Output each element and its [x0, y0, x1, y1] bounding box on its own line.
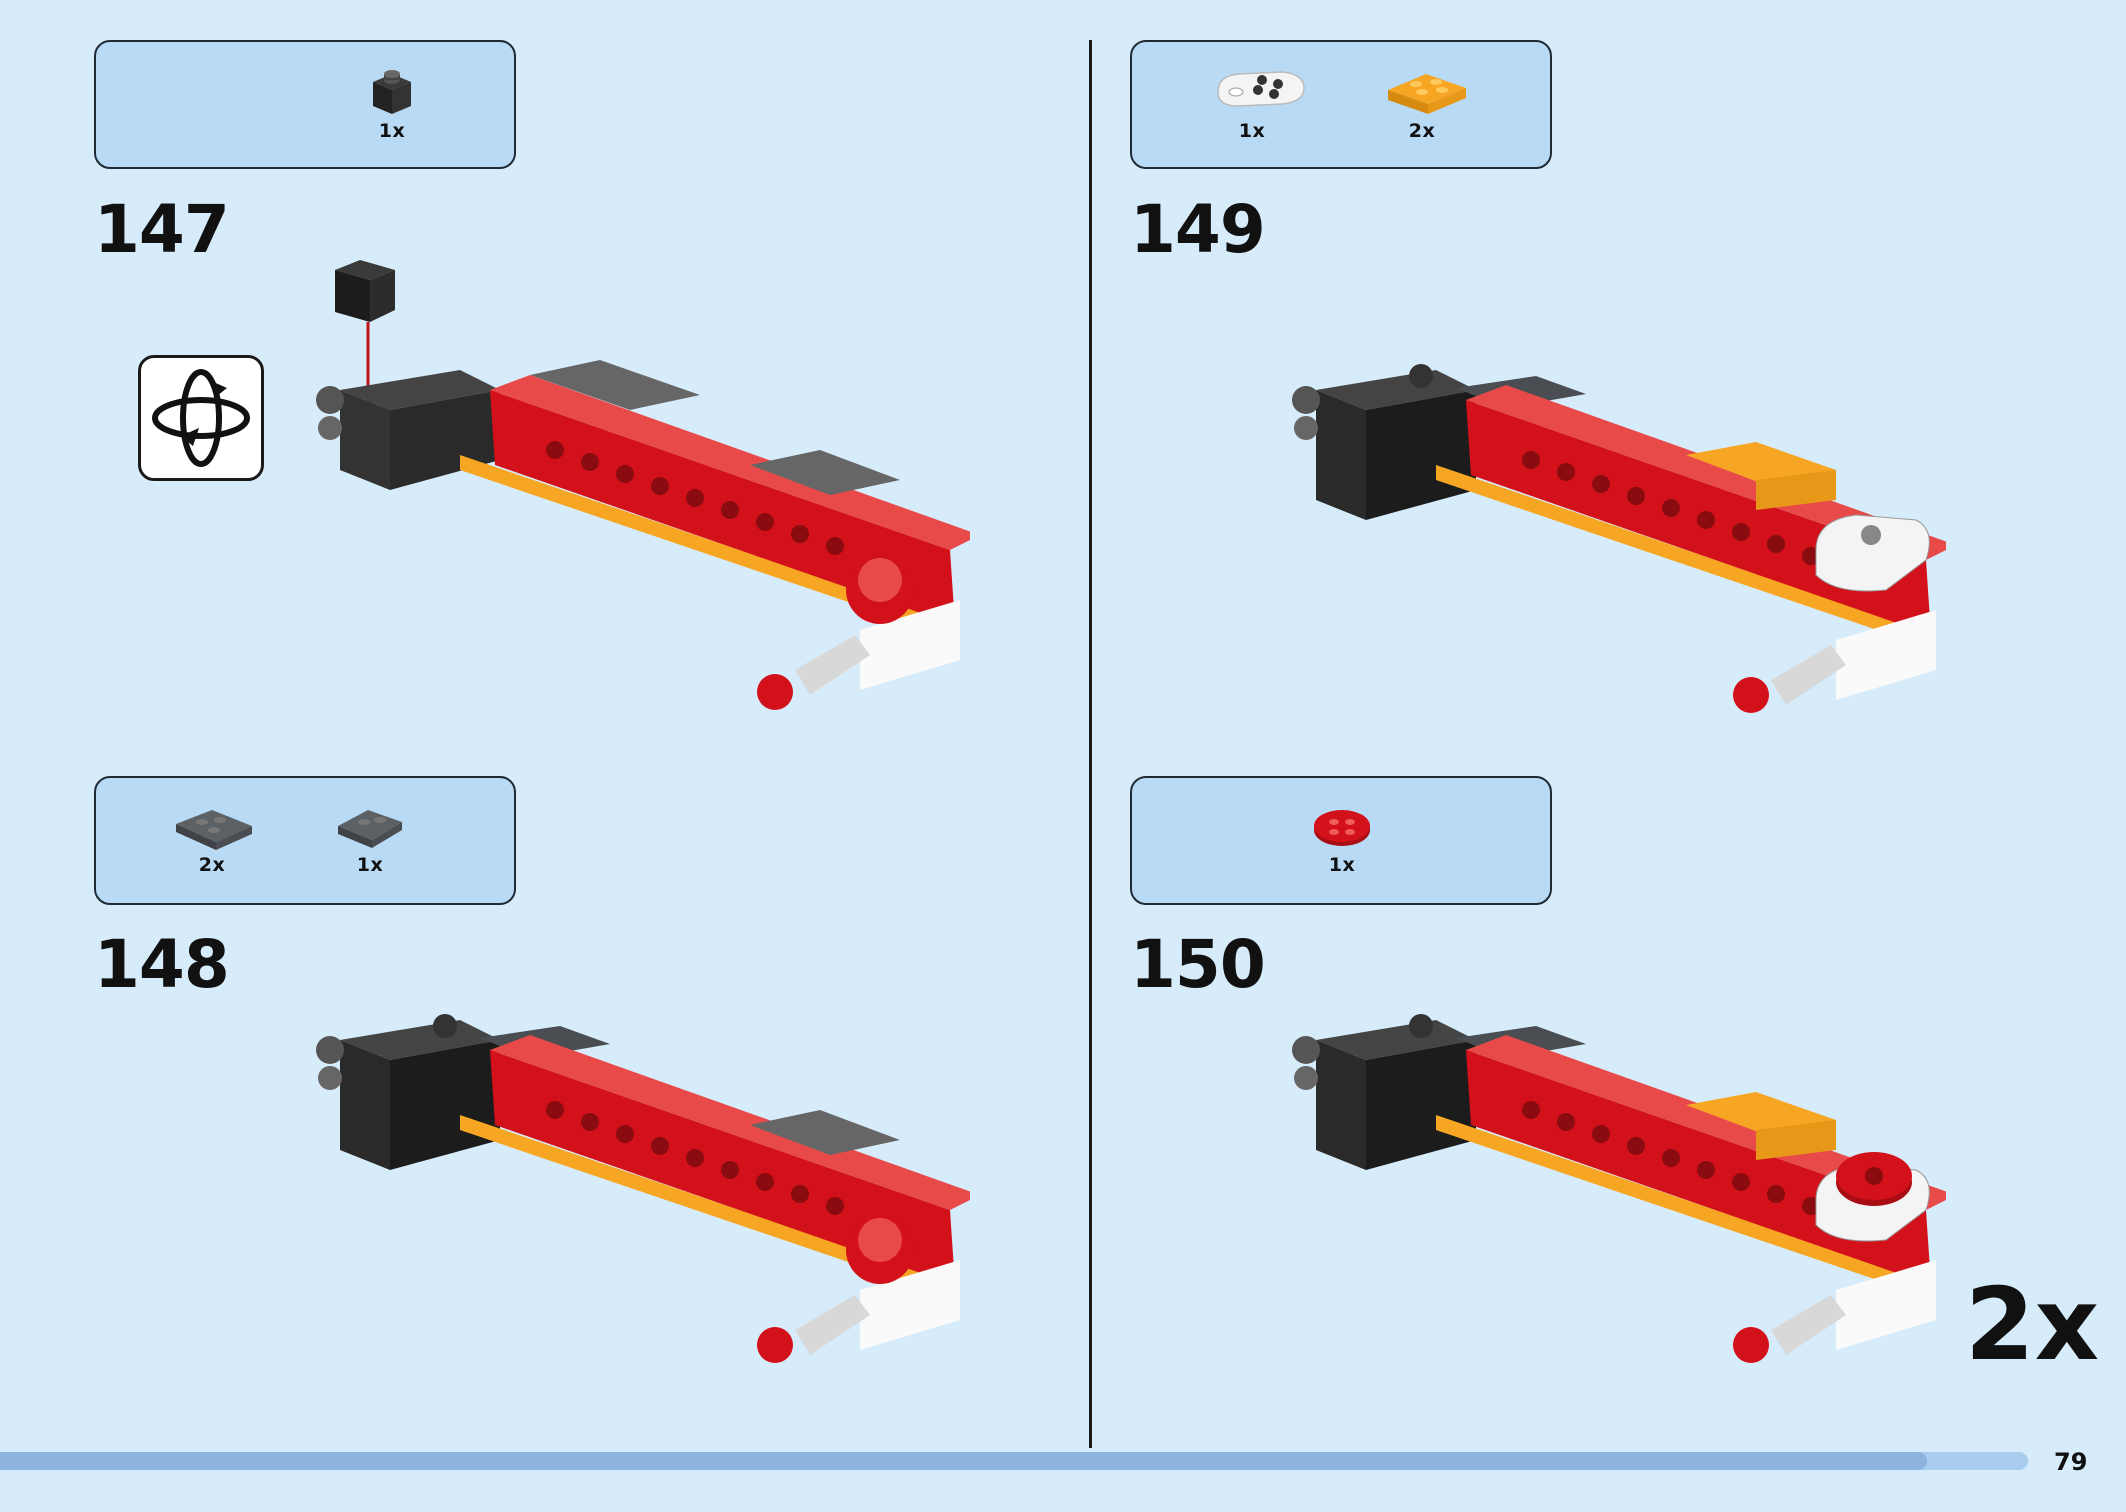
- part-item: 1x: [330, 802, 410, 876]
- part-item: 1x: [1212, 62, 1305, 142]
- parts-callout-148: 2x 1x: [94, 776, 516, 905]
- rotate-icon: [152, 369, 250, 467]
- step-number: 150: [1130, 926, 1266, 1003]
- part-quantity: 2x: [1408, 120, 1436, 142]
- part-item: 2x: [1382, 62, 1466, 142]
- part-quantity: 1x: [1328, 854, 1356, 876]
- build-scene-148: [316, 1014, 970, 1363]
- part-quantity: 2x: [198, 854, 226, 876]
- parts-callout-147: 1x: [94, 40, 516, 169]
- page-number: 79: [2054, 1448, 2088, 1476]
- step-number: 147: [94, 191, 230, 268]
- red-round-plate-icon: [1314, 810, 1370, 846]
- step-number: 149: [1130, 191, 1266, 268]
- part-item: 1x: [352, 66, 432, 142]
- dark-gray-wedge-plate-icon: [176, 810, 252, 850]
- build-multiplier-label: 2x: [1965, 1266, 2100, 1383]
- page-divider: [1089, 40, 1092, 1448]
- build-scene-147: [316, 260, 970, 710]
- dark-gray-round-plate-icon: [338, 810, 402, 848]
- orange-plate-2x2-icon: [1388, 74, 1466, 114]
- rotate-model-button[interactable]: [138, 355, 264, 481]
- black-brick-1x1-icon: [373, 70, 411, 114]
- part-quantity: 1x: [356, 854, 384, 876]
- page-progress-bar: [0, 1452, 2028, 1470]
- step-number: 148: [94, 926, 230, 1003]
- parts-callout-149: 1x 2x: [1130, 40, 1552, 169]
- part-quantity: 1x: [378, 120, 406, 142]
- part-quantity: 1x: [1238, 120, 1266, 142]
- part-item: 1x: [1302, 802, 1382, 876]
- page-progress-fill: [0, 1452, 1927, 1470]
- build-scene-150: [1292, 1014, 1946, 1363]
- parts-callout-150: 1x: [1130, 776, 1552, 905]
- build-scene-149: [1292, 364, 1946, 713]
- part-item: 2x: [172, 802, 252, 876]
- white-round-end-plate-icon: [1217, 71, 1305, 107]
